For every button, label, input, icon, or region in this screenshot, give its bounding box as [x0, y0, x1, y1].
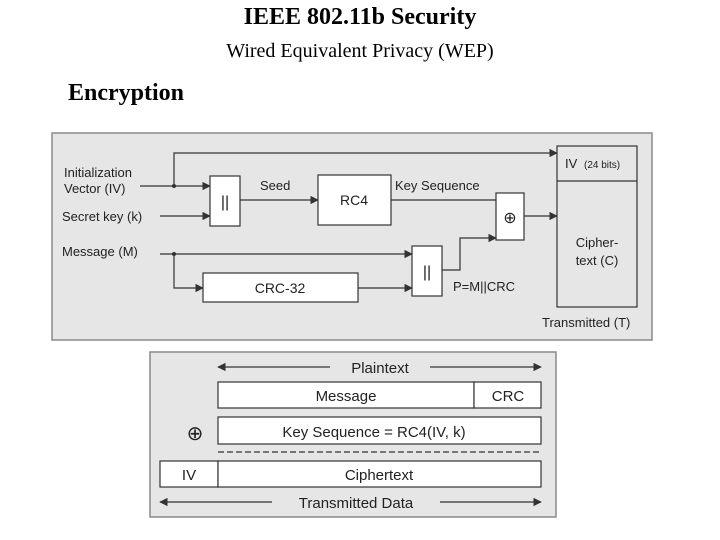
transmitted-label: Transmitted (T): [542, 315, 630, 330]
key-sequence-field: [217, 416, 542, 445]
secret-key-label: Secret key (k): [62, 209, 142, 224]
top-diagram-panel: [51, 132, 653, 341]
xor-symbol: ⊕: [503, 210, 516, 227]
frame-layout-diagram: Plaintext Message CRC ⊕ Key Sequence = R…: [149, 351, 557, 518]
iv-bits-label: (24 bits): [584, 160, 620, 171]
rc4-label: RC4: [340, 192, 368, 208]
concat-box-plaintext: [411, 245, 443, 297]
crc32-label: CRC-32: [255, 280, 306, 296]
iv-field-label: IV: [182, 467, 196, 484]
rc4-box: [317, 174, 392, 226]
iv-field-label: IV: [565, 156, 578, 171]
transmitted-data-label: Transmitted Data: [299, 495, 414, 512]
key-sequence-label: Key Sequence: [395, 178, 480, 193]
plaintext-label: Plaintext: [351, 360, 409, 377]
ciphertext-label-line1: Cipher-: [576, 235, 619, 250]
seed-label: Seed: [260, 178, 290, 193]
crc-field-label: CRC: [492, 388, 525, 405]
page-title: IEEE 802.11b Security: [243, 4, 477, 30]
concat-symbol-plaintext: ||: [423, 264, 431, 281]
ciphertext-field: [217, 460, 542, 488]
section-heading: Encryption: [68, 80, 185, 106]
page-subtitle: Wired Equivalent Privacy (WEP): [226, 40, 494, 62]
p-formula-label: P=M||CRC: [453, 279, 515, 294]
iv-field: [159, 460, 219, 488]
iv-bypass-arrow: [173, 148, 558, 186]
xor-operator: ⊕: [187, 423, 204, 445]
ciphertext-field-label: Ciphertext: [345, 467, 414, 484]
concat-box-seed: [209, 175, 241, 227]
crc32-box: [202, 272, 359, 303]
message-field: [217, 381, 475, 409]
ciphertext-label-line2: text (C): [576, 253, 619, 268]
message-label: Message (M): [62, 244, 138, 259]
plaintext-to-xor-arrow: [442, 233, 497, 271]
crc-field: [473, 381, 542, 409]
concat-symbol-seed: ||: [221, 194, 229, 211]
xor-box: [495, 192, 525, 241]
iv-input-label-line1: Initialization: [64, 165, 132, 180]
transmitted-frame: [556, 145, 638, 308]
message-field-label: Message: [316, 388, 377, 405]
key-sequence-field-label: Key Sequence = RC4(IV, k): [282, 424, 465, 441]
message-to-crc-arrow: [173, 254, 204, 293]
encryption-flow-diagram: Initialization Vector (IV) Secret key (k…: [51, 132, 653, 341]
iv-input-label-line2: Vector (IV): [64, 181, 125, 196]
